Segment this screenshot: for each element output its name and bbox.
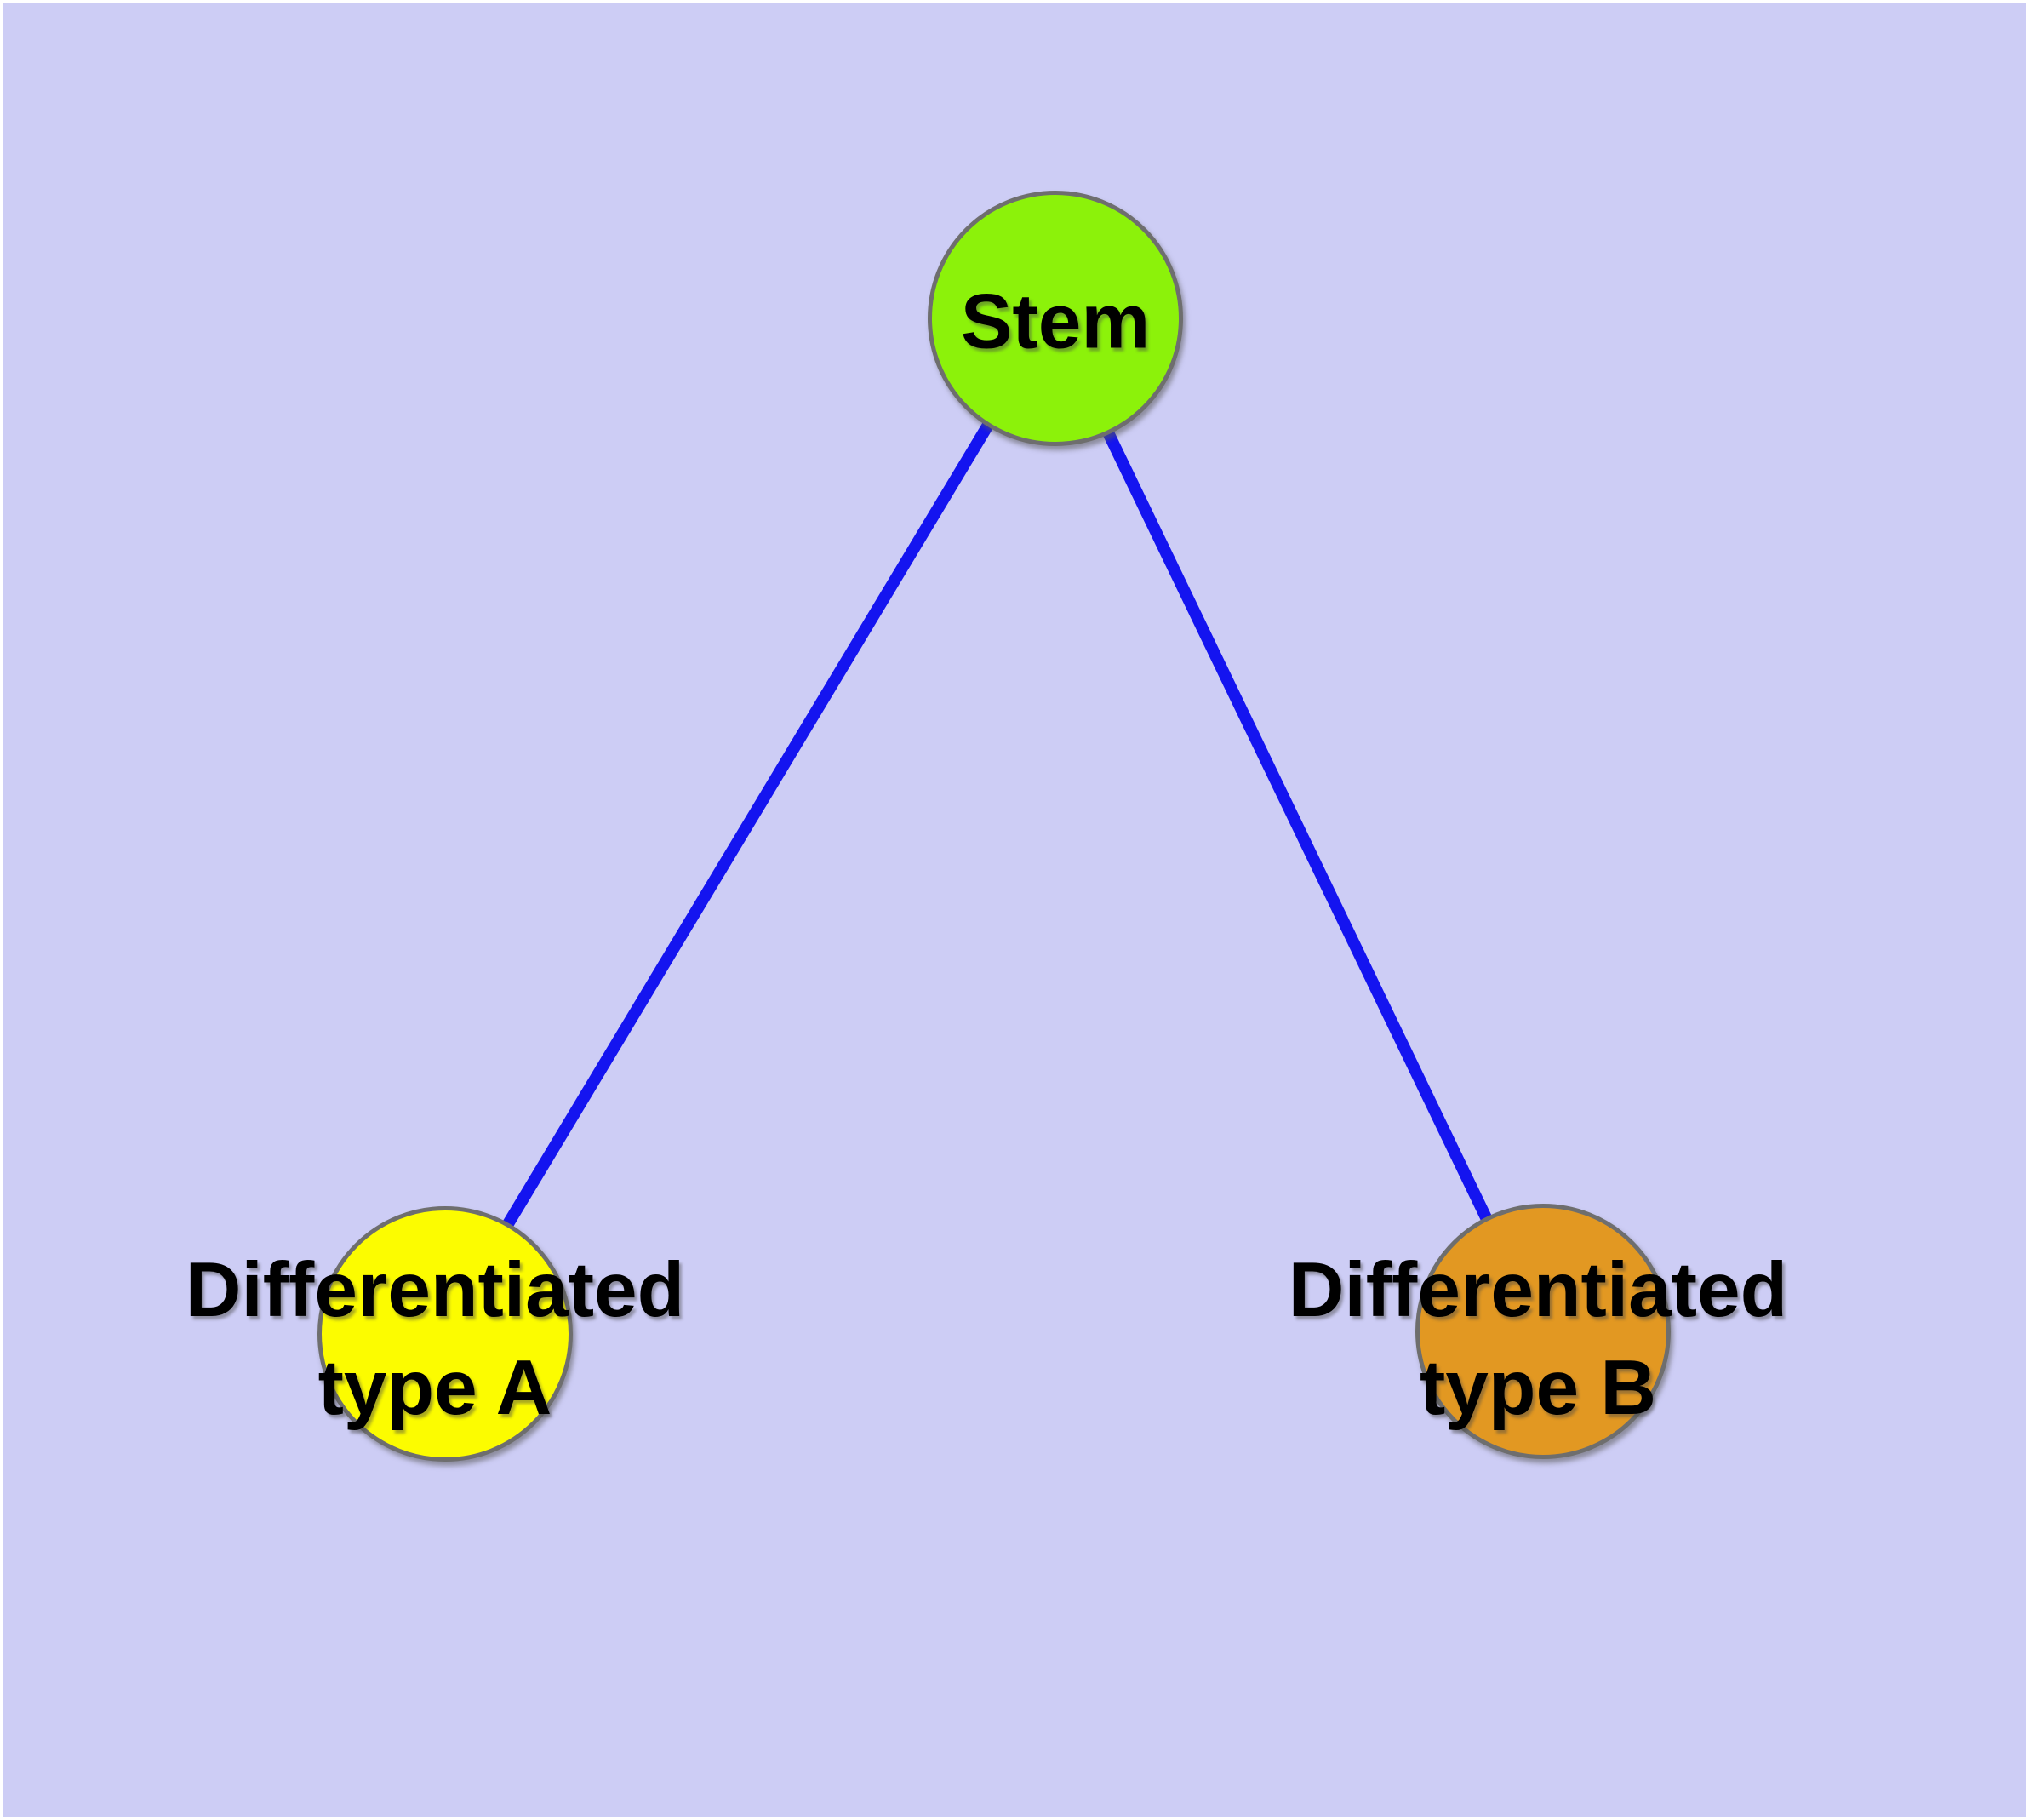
edge-stem-to-type-a (438, 314, 1058, 1334)
edges-layer (438, 314, 1545, 1334)
node-stem (928, 191, 1183, 446)
node-differentiated-type-a (317, 1206, 573, 1462)
edge-stem-to-type-b (1047, 314, 1545, 1331)
node-differentiated-type-b (1415, 1204, 1671, 1459)
